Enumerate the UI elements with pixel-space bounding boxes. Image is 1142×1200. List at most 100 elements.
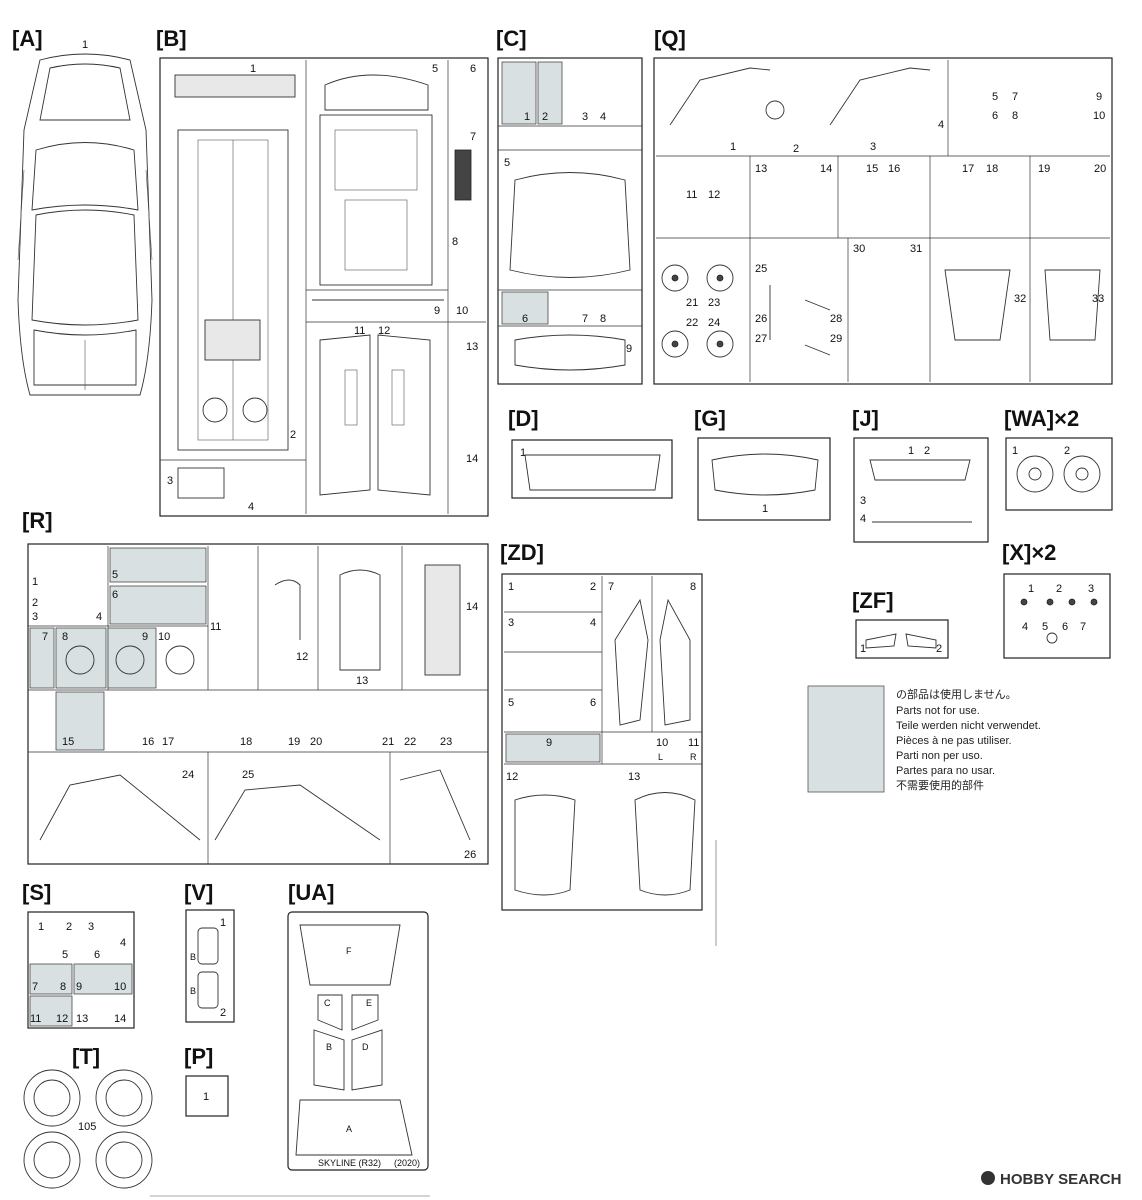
sprue-frame-C	[497, 57, 643, 385]
rollcage-R26	[399, 769, 471, 841]
windshield-ZD12	[514, 794, 576, 896]
ua-caption: SKYLINE (R32)	[318, 1158, 381, 1168]
side-R-ZD11: R	[690, 752, 697, 762]
part-num-B7: 7	[470, 131, 476, 143]
sprue-frame-WA	[1005, 437, 1113, 511]
part-num-ZD12: 12	[506, 771, 518, 783]
bumper-D1	[524, 454, 661, 491]
part-num-D1: 1	[520, 447, 526, 459]
window-ZD8	[659, 598, 691, 726]
legend-line-en: Parts not for use.	[896, 705, 980, 717]
not-used-C1	[501, 61, 537, 125]
part-num-Q7: 7	[1012, 91, 1018, 103]
exhaust-part-B1	[174, 74, 296, 98]
part-num-X7: 7	[1080, 621, 1086, 633]
part-num-R10: 10	[158, 631, 170, 643]
legend-line-it: Parti non per uso.	[896, 750, 983, 762]
part-num-P1: 1	[203, 1091, 209, 1103]
dashboard-R14	[424, 564, 461, 676]
mask-F	[299, 924, 401, 986]
part-num-ZD6: 6	[590, 697, 596, 709]
part-num-S8: 8	[60, 981, 66, 993]
part-num-X2: 2	[1056, 583, 1062, 595]
part-num-Q6: 6	[992, 110, 998, 122]
sprue-frame-D	[511, 439, 673, 499]
part-num-Q2: 2	[793, 143, 799, 155]
sprue-label-G: [G]	[694, 406, 726, 431]
part-num-C9: 9	[626, 343, 632, 355]
part-num-R25: 25	[242, 769, 254, 781]
sprue-label-T: [T]	[72, 1044, 100, 1069]
part-num-Q15: 15	[866, 163, 878, 175]
sprue-label-ZF: [ZF]	[852, 588, 894, 613]
part-num-R1: 1	[32, 576, 38, 588]
mask-label-A: A	[346, 1124, 352, 1134]
small-parts-X	[1020, 598, 1098, 644]
part-num-ZD5: 5	[508, 697, 514, 709]
part-num-WA2: 2	[1064, 445, 1070, 457]
hood-C5	[509, 172, 631, 278]
sprue-label-R: [R]	[22, 508, 53, 533]
legend-line-fr: Pièces à ne pas utiliser.	[896, 735, 1012, 747]
part-num-Q30: 30	[853, 243, 865, 255]
part-num-S14: 14	[114, 1013, 126, 1025]
part-num-Q29: 29	[830, 333, 842, 345]
roll-bar-Q3	[829, 67, 931, 126]
part-num-Q11: 11	[686, 189, 697, 201]
part-num-V1: 1	[220, 917, 226, 929]
lip-J1	[869, 459, 971, 481]
part-num-S2: 2	[66, 921, 72, 933]
part-num-Q17: 17	[962, 163, 974, 175]
part-num-J4: 4	[860, 513, 866, 525]
legend-line-ja: の部品は使用しません。	[896, 687, 1017, 701]
part-num-ZD3: 3	[508, 617, 514, 629]
sprue-frame-V	[185, 909, 235, 1023]
part-num-ZD7: 7	[608, 581, 614, 593]
not-used-R9	[107, 627, 157, 689]
mask-C	[317, 994, 343, 1031]
legend-line-de: Teile werden nicht verwendet.	[896, 720, 1041, 732]
part-num-R20: 20	[310, 736, 322, 748]
legend-line-es: Partes para no usar.	[896, 765, 995, 777]
sprue-label-A: [A]	[12, 26, 43, 51]
part-num-J3: 3	[860, 495, 866, 507]
roll-bar-Q1	[669, 67, 771, 126]
part-num-Q26: 26	[755, 313, 767, 325]
mask-label-D: D	[362, 1042, 369, 1052]
rollcage-R25	[214, 784, 381, 841]
not-used-S7-S8	[29, 963, 73, 995]
part-num-R14: 14	[466, 601, 478, 613]
part-num-R3: 3	[32, 611, 38, 623]
sprue-frame-P	[185, 1075, 229, 1117]
part-num-R17: 17	[162, 736, 174, 748]
part-num-Q13: 13	[755, 163, 767, 175]
sprue-B-grid	[160, 60, 486, 514]
part-num-R7: 7	[42, 631, 48, 643]
part-V2	[197, 971, 219, 1009]
tire-1	[23, 1069, 81, 1127]
part-num-B3: 3	[167, 475, 173, 487]
part-num-R6: 6	[112, 589, 118, 601]
part-num-Q10: 10	[1093, 110, 1105, 122]
part-num-S13: 13	[76, 1013, 88, 1025]
part-num-X5: 5	[1042, 621, 1048, 633]
part-num-Q4: 4	[938, 119, 944, 131]
not-used-S11-S12	[29, 995, 73, 1027]
mask-label-E: E	[366, 998, 372, 1008]
part-num-Q8: 8	[1012, 110, 1018, 122]
part-num-J2: 2	[924, 445, 930, 457]
part-num-ZF2: 2	[936, 643, 942, 655]
part-num-G1: 1	[762, 503, 768, 515]
part-num-S5: 5	[62, 949, 68, 961]
part-num-C3: 3	[582, 111, 588, 123]
sprue-frame-G	[697, 437, 831, 521]
part-num-Q22: 22	[686, 317, 698, 329]
not-used-S9-S10	[73, 963, 133, 995]
part-num-ZD2: 2	[590, 581, 596, 593]
part-num-ZF1: 1	[860, 643, 866, 655]
rear-panel-G1	[711, 453, 819, 496]
part-num-J1: 1	[908, 445, 914, 457]
sprue-label-Q: [Q]	[654, 26, 686, 51]
part-num-Q27: 27	[755, 333, 767, 345]
